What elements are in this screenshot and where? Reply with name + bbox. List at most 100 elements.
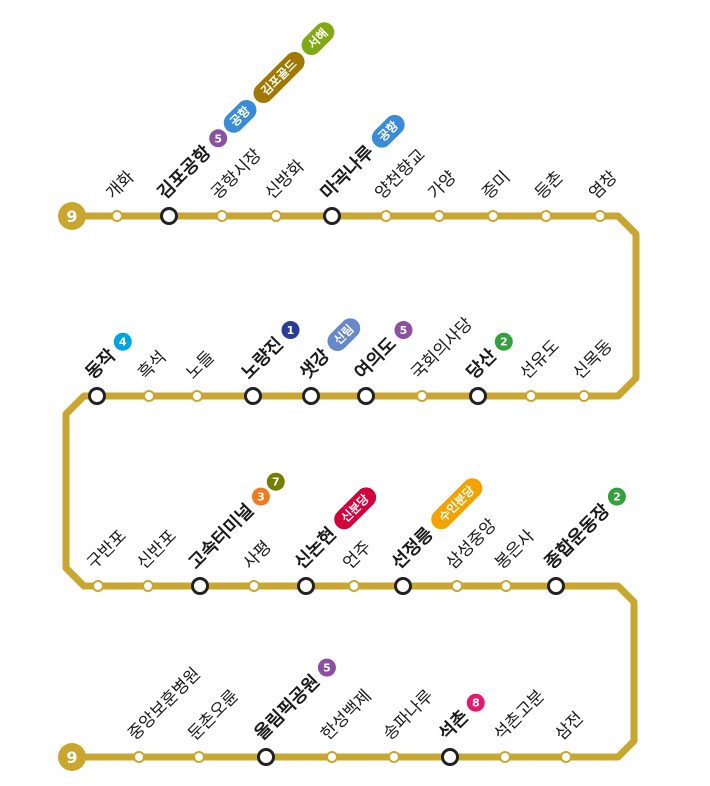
terminal-badges: 99 (58, 202, 86, 771)
station-공항시장[interactable]: 공항시장 (207, 145, 266, 222)
station-신방화[interactable]: 신방화 (261, 156, 309, 222)
station-marker (380, 210, 392, 222)
track-layer (62, 212, 640, 761)
line-number-label: 9 (66, 207, 77, 226)
svg-text:5: 5 (323, 662, 331, 675)
line-1-transfer-badge: 1 (281, 321, 300, 340)
line-9-start-badge: 9 (58, 202, 86, 230)
station-신목동[interactable]: 신목동 (569, 336, 617, 402)
station-선유도[interactable]: 선유도 (516, 336, 564, 402)
station-국회의사당[interactable]: 국회의사당 (407, 314, 477, 402)
transfer-station-marker (547, 577, 565, 595)
station-name: 샛강 (296, 345, 335, 384)
station-marker (248, 580, 260, 592)
station-marker (388, 751, 400, 763)
line-2-transfer-badge: 2 (494, 332, 513, 351)
station-marker (270, 210, 282, 222)
svg-text:4: 4 (119, 336, 127, 349)
svg-text:2: 2 (500, 336, 508, 349)
transfer-station-marker (244, 387, 262, 405)
line-2-transfer-badge: 2 (607, 487, 626, 506)
station-marker (92, 580, 104, 592)
line-5-transfer-badge: 5 (317, 658, 336, 677)
station-marker (487, 210, 499, 222)
svg-text:5: 5 (214, 132, 222, 145)
line-5-transfer-badge: 5 (209, 129, 228, 148)
station-둔촌오륜[interactable]: 둔촌오륜 (184, 686, 243, 763)
station-석촌고분[interactable]: 석촌고분 (490, 686, 549, 763)
station-name: 둔촌오륜 (184, 686, 242, 744)
line-신분당-transfer-badge: 신분당 (334, 487, 377, 530)
station-marker (416, 390, 428, 402)
line-신림-transfer-badge: 신림 (327, 318, 361, 352)
station-name: 봉은사 (491, 526, 539, 574)
station-marker (499, 751, 511, 763)
svg-text:8: 8 (472, 697, 480, 710)
station-송파나루[interactable]: 송파나루 (379, 686, 438, 763)
station-양천향교[interactable]: 양천향교 (371, 145, 430, 222)
transfer-station-marker (191, 577, 209, 595)
station-name: 개화 (102, 167, 139, 204)
station-marker (142, 580, 154, 592)
transfer-station-marker (469, 387, 487, 405)
station-marker (525, 390, 537, 402)
station-marker (133, 751, 145, 763)
transfer-station-marker (302, 387, 320, 405)
station-name: 사평 (239, 537, 275, 573)
station-marker (216, 210, 228, 222)
station-marker (578, 390, 590, 402)
station-신반포[interactable]: 신반포 (133, 526, 181, 592)
station-marker (348, 580, 360, 592)
station-name: 신논현 (291, 524, 341, 574)
station-중앙보훈병원[interactable]: 중앙보훈병원 (124, 664, 205, 763)
svg-text:1: 1 (287, 324, 295, 337)
line-9-track (62, 212, 640, 761)
station-봉은사[interactable]: 봉은사 (491, 526, 539, 592)
station-name: 석촌고분 (490, 686, 548, 744)
station-당산[interactable]: 당산2 (463, 328, 518, 405)
station-name: 삼전 (551, 708, 587, 744)
station-name: 석촌 (435, 706, 473, 744)
station-name: 신반포 (133, 526, 180, 573)
station-name: 흑석 (134, 347, 170, 383)
station-동작[interactable]: 동작4 (82, 328, 137, 405)
station-marker (594, 210, 606, 222)
station-석촌[interactable]: 석촌8 (435, 689, 490, 766)
station-marker (560, 751, 572, 763)
transfer-station-marker (88, 387, 106, 405)
station-name: 김포공항 (154, 142, 216, 204)
svg-text:7: 7 (272, 476, 280, 489)
transfer-station-marker (394, 577, 412, 595)
station-marker (540, 210, 552, 222)
line-3-transfer-badge: 3 (251, 487, 270, 506)
station-name: 신방화 (261, 156, 309, 204)
transfer-station-marker (357, 387, 375, 405)
line-number-label: 9 (66, 748, 77, 767)
svg-text:3: 3 (257, 491, 265, 504)
station-marker (500, 580, 512, 592)
station-name: 노량진 (238, 334, 288, 384)
station-name: 공항시장 (207, 145, 266, 204)
station-삼성중앙[interactable]: 삼성중앙 (442, 515, 501, 592)
station-한성백제[interactable]: 한성백제 (317, 686, 376, 763)
station-name: 올림픽공원 (251, 671, 324, 744)
station-name: 언주 (339, 537, 375, 573)
station-marker (143, 390, 155, 402)
station-marker (326, 751, 338, 763)
line-5-transfer-badge: 5 (394, 321, 413, 340)
station-name: 등촌 (531, 167, 567, 203)
line-7-transfer-badge: 7 (266, 472, 285, 491)
line-서해-transfer-badge: 서해 (301, 22, 335, 55)
station-name: 구반포 (83, 526, 130, 573)
station-name: 동작 (82, 345, 121, 384)
station-구반포[interactable]: 구반포 (83, 526, 131, 592)
